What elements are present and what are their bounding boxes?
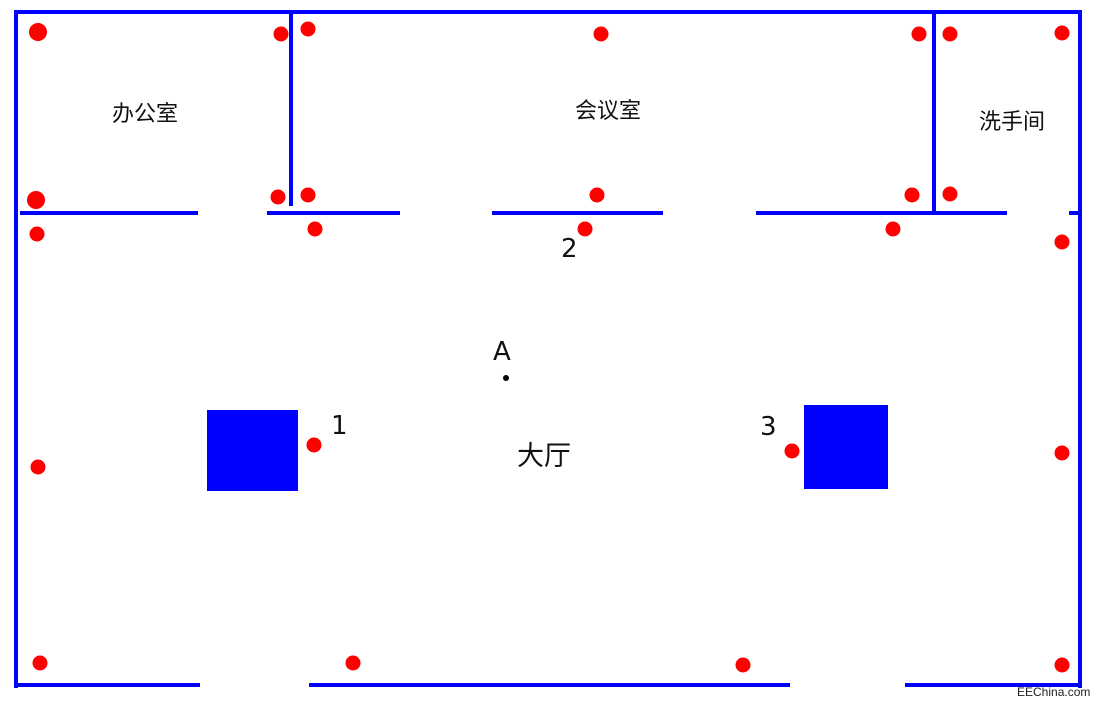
pillars (207, 405, 888, 491)
sensor-node (1054, 657, 1070, 673)
sensor-node (735, 657, 751, 673)
sensor-node (27, 191, 45, 209)
sensor-node (885, 221, 901, 237)
sensor-node (911, 26, 927, 42)
pillar (804, 405, 888, 489)
room-label-hall: 大厅 (517, 441, 571, 472)
sensor-nodes (27, 21, 1070, 673)
room-label-meeting-room: 会议室 (575, 99, 642, 124)
sensor-node (577, 221, 593, 237)
sensor-node (29, 226, 45, 242)
anchor-2-label: 2 (561, 234, 578, 264)
sensor-node (1054, 445, 1070, 461)
sensor-node (942, 26, 958, 42)
sensor-node (32, 655, 48, 671)
walls (14, 10, 1082, 688)
sensor-node (300, 187, 316, 203)
watermark: EEChina.com (1017, 685, 1091, 699)
anchor-1-label: 1 (331, 411, 348, 441)
sensor-node (30, 459, 46, 475)
sensor-node (29, 23, 47, 41)
sensor-node (300, 21, 316, 37)
sensor-node (307, 221, 323, 237)
room-label-office: 办公室 (112, 102, 179, 127)
point-a-label: A (493, 337, 511, 367)
anchor-3-label: 3 (760, 412, 777, 442)
pillar (207, 410, 298, 491)
sensor-node (273, 26, 289, 42)
sensor-node (270, 189, 286, 205)
sensor-node (942, 186, 958, 202)
sensor-node (589, 187, 605, 203)
sensor-node (345, 655, 361, 671)
sensor-node (784, 443, 800, 459)
sensor-node (1054, 234, 1070, 250)
sensor-node (904, 187, 920, 203)
sensor-node (306, 437, 322, 453)
sensor-node (593, 26, 609, 42)
room-label-restroom: 洗手间 (979, 110, 1046, 135)
point-a-dot (503, 375, 509, 381)
sensor-node (1054, 25, 1070, 41)
